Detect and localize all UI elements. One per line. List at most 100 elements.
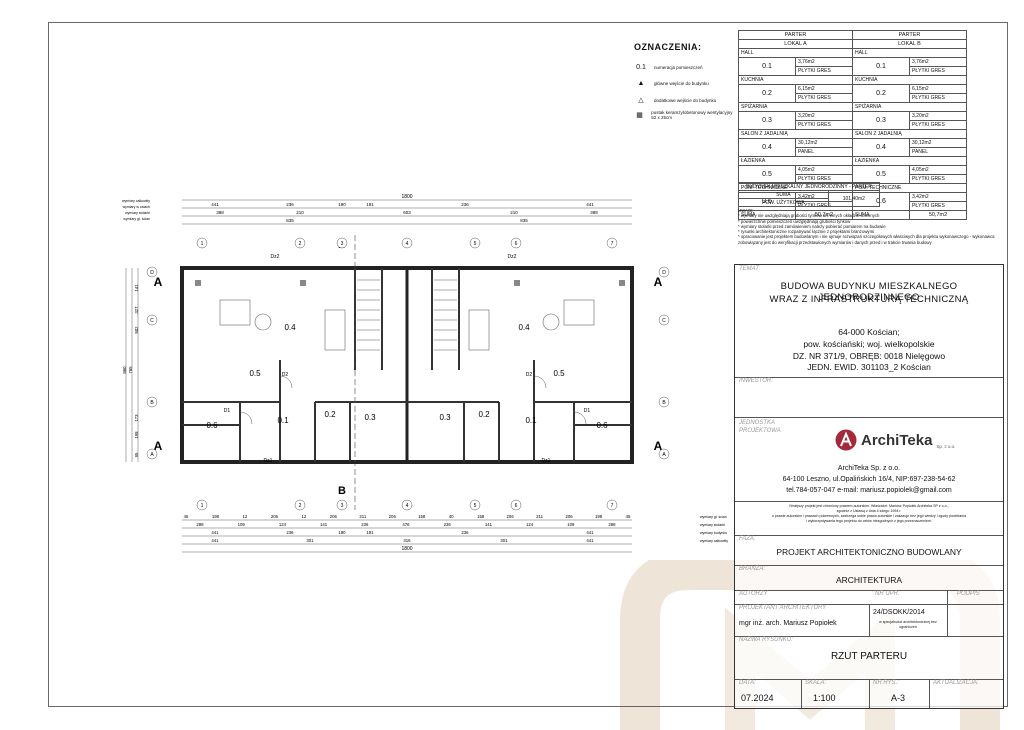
column [619,280,625,286]
dimension-text: 288 [608,522,616,527]
company-name: ArchiTeka Sp. z o.o. [837,465,901,472]
dimension-text: 288 [196,522,204,527]
dimension-text: 236 [461,530,469,535]
axis-label: 7 [611,241,614,247]
axis-label: 5 [474,503,477,509]
level-header-a: PARTER [738,30,853,40]
projektant-label: PROJEKTANT ARCHITEKTURY [739,605,827,611]
axis-bubble [658,396,670,408]
room-name-b: KUCHNIA [852,75,967,85]
axis-row-label: B [662,400,666,406]
note-line: * powierzchnie pomieszczeń uwzględniają … [738,218,851,224]
legend-label: numeracja pomieszczeń [654,65,703,70]
door-label: Dz1 [542,458,551,464]
elevation-marker-left-bottom: A [154,439,163,453]
company-contact: tel.784-057-047 e-mail: mariusz.popiolek… [786,487,952,494]
dimension-legend: wymiary stolarki [700,523,725,527]
room-finish-b: PŁYTKI GRES [909,120,967,130]
skala-value: 1:100 [813,693,836,703]
legend-title: OZNACZENIA: [634,42,702,52]
suma-value-b: 50,7m2 [909,210,967,220]
room-label: 0.2 [478,410,490,419]
elevation-marker-right-bottom: A [654,439,663,453]
room-finish-b: PŁYTKI GRES [909,66,967,76]
dimension-text: 191 [366,202,374,207]
axis-label: 2 [299,241,302,247]
dimension-text: 45 [184,514,189,519]
dimension-text: 316 [403,538,411,543]
lokal-b-header: LOKAL B [852,39,967,49]
room-number-a: 0.4 [738,138,796,157]
dimension-text: 211 [536,514,543,519]
elevation-marker-right: A [654,275,663,289]
dimension-text: 236 [361,522,369,527]
axis-label: 4 [406,503,409,509]
axis-row-label: A [662,452,666,458]
dimension-text: 210 [296,210,304,215]
data-value: 07.2024 [741,693,774,703]
dimension-text: 835 [286,218,294,223]
dimension-text: 327 [134,306,139,314]
note-line: * wymiary nie uwzględniają grubości tynk… [738,213,880,219]
dimension-text: 109 [567,522,575,527]
dimension-text: 441 [211,202,219,207]
dimension-text: 206 [389,514,397,519]
axis-bubble [469,237,481,249]
dimension-text: 190 [338,202,346,207]
room-number-b: 0.4 [852,138,910,157]
dimension-legend: wymiary w osiach [123,205,150,209]
room-area-b: 30,12m2 [909,138,967,148]
room-finish-b: PŁYTKI GRES [909,93,967,103]
axis-label: 4 [406,241,409,247]
drawing-name: RZUT PARTERU [830,651,908,662]
room-number-a: 0.3 [738,111,796,130]
level-header-b: PARTER [852,30,967,40]
room-finish-a: PŁYTKI GRES [795,120,853,130]
temat-label: TEMAT: [739,266,761,272]
axis-bubble [336,237,348,249]
axis-bubble [510,499,522,511]
summary-value: 101,40m2 [827,190,881,207]
axis-bubble [294,237,306,249]
door-label: D1 [584,408,591,414]
room-finish-b: PANEL [909,147,967,157]
aktualizacja-label: AKTUALIZACJA: [933,680,979,686]
dimension-text: 141 [485,522,493,527]
dimension-text: 236 [286,530,294,535]
legend-item-vent-block: ▦ pustak keramzytobetonowy wentylacyjny … [634,110,734,120]
dimension-text: 441 [211,538,219,543]
room-label: 0.4 [518,323,530,332]
data-label: DATA: [739,680,756,686]
room-number-a: 0.2 [738,84,796,103]
axis-label: 2 [299,503,302,509]
dimension-text: 206 [565,514,573,519]
axis-row-label: B [150,400,154,406]
room-number-b: 0.1 [852,57,910,76]
autorzy-label: AUTORZY [739,591,768,597]
sofa [219,299,251,326]
dimension-text: 12 [301,514,306,519]
dimension-text: 206 [330,514,338,519]
dimension-text: 210 [510,210,518,215]
axis-bubble [658,314,670,326]
door-label: Dz2 [508,254,517,260]
dimension-text: 236 [461,202,469,207]
axis-row-label: D [662,270,666,276]
branza-label: BRANŻA: [739,566,766,572]
room-name-b: SPIŻARNIA [852,102,967,112]
room-label: 0.6 [206,421,218,430]
dimension-text: 95 [134,452,139,457]
dimension-text: 206 [271,514,279,519]
address-line: pow. kościański; woj. wielkopolskie [803,339,935,349]
door-label: D2 [526,372,533,378]
axis-bubble [606,237,618,249]
axis-bubble [146,314,158,326]
column [514,280,520,286]
axis-label: 1 [201,503,204,509]
axis-bubble [658,448,670,460]
dimension-text: 441 [586,202,594,207]
room-label: 0.1 [525,416,537,425]
outline-triangle-icon: △ [638,97,644,104]
logo-text: ArchiTeka [861,431,933,449]
